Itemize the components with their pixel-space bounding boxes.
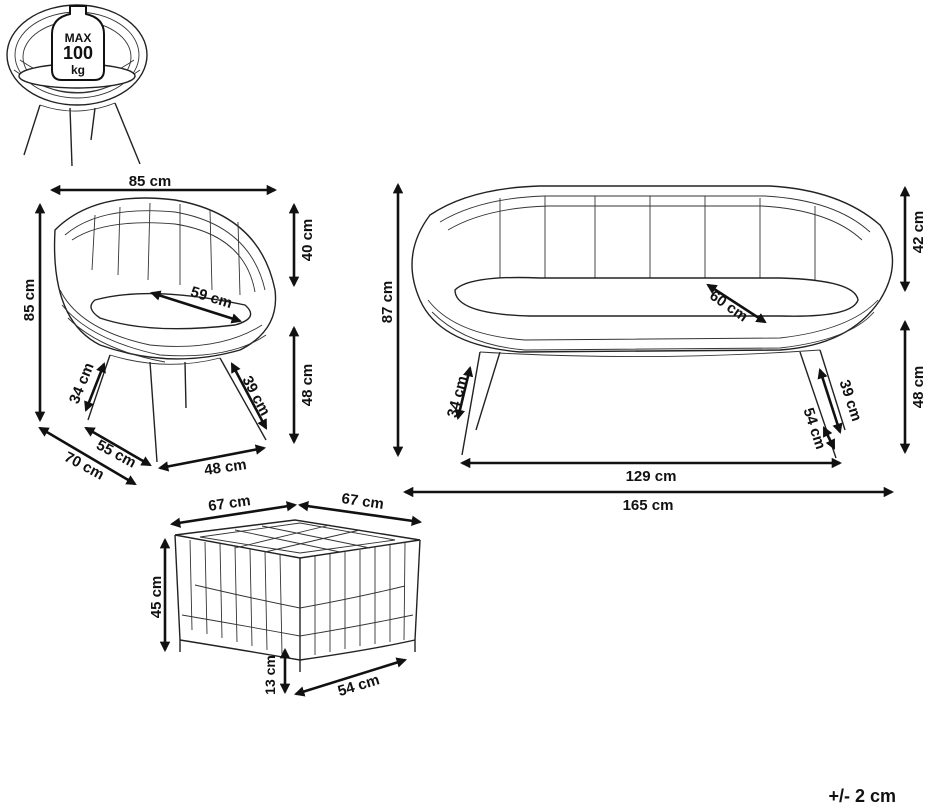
chair-width-label: 85 cm	[129, 173, 172, 190]
sofa-front-leg-arrow	[454, 365, 474, 421]
tolerance-note: +/- 2 cm	[828, 786, 896, 806]
sofa-back-height-label: 42 cm	[910, 211, 926, 254]
table-leg-height-label: 13 cm	[262, 655, 278, 695]
table-base-width-arrow	[294, 657, 407, 697]
chair-seat-height-label: 48 cm	[299, 364, 316, 407]
chair-back-height-label: 40 cm	[299, 219, 316, 262]
chair-front-leg-label: 34 cm	[66, 360, 98, 406]
sofa-front-leg-label: 34 cm	[444, 374, 471, 419]
chair-drawing	[53, 197, 277, 463]
sofa-base-depth-arrow	[822, 426, 836, 450]
table-width-arrow	[169, 501, 298, 528]
sofa-seat-height-label: 48 cm	[910, 366, 926, 409]
sofa-base-width-label: 129 cm	[626, 468, 677, 485]
table-width-label: 67 cm	[207, 492, 251, 515]
table-height-label: 45 cm	[148, 576, 165, 619]
chair-seat-width-arrow	[150, 290, 242, 324]
table-depth-label: 67 cm	[340, 490, 384, 513]
chair-back-leg-arrow	[230, 362, 268, 430]
chair-base-width-label: 48 cm	[203, 456, 247, 479]
weight-badge-unit: kg	[71, 63, 85, 77]
sofa-seat-depth-arrow	[706, 283, 767, 324]
sofa-width-label: 165 cm	[623, 497, 674, 514]
sofa-back-leg-arrow	[817, 368, 843, 434]
chair-base-width-arrow	[157, 444, 267, 472]
chair-back-leg-label: 39 cm	[238, 373, 273, 419]
weight-badge-value: 100	[63, 43, 93, 63]
chair-base-depth-arrow	[84, 426, 152, 467]
table-depth-arrow	[297, 501, 423, 526]
weight-badge-max: MAX	[65, 31, 92, 45]
sofa-back-leg-label: 39 cm	[836, 378, 865, 424]
chair-height-label: 85 cm	[21, 279, 38, 322]
chair-front-leg-arrow	[84, 362, 106, 412]
table-drawing	[174, 519, 421, 672]
weight-badge: MAX 100 kg	[51, 5, 105, 81]
sofa-height-label: 87 cm	[379, 281, 396, 324]
